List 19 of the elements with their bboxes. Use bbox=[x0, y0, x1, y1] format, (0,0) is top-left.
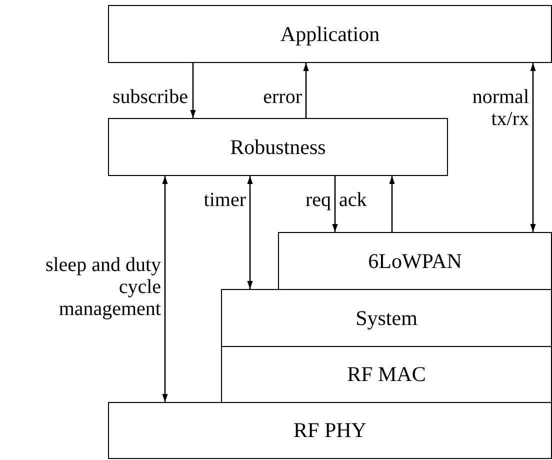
layer-box bbox=[278, 232, 552, 290]
arrow bbox=[190, 63, 196, 118]
layer-label: RF MAC bbox=[347, 362, 426, 387]
layer-label: RF PHY bbox=[294, 418, 366, 443]
arrow bbox=[530, 63, 536, 232]
layer-label: 6LoWPAN bbox=[368, 248, 462, 274]
layer-box bbox=[221, 346, 552, 403]
layer-label: Robustness bbox=[230, 134, 326, 160]
layer-label: System bbox=[356, 306, 418, 330]
arrow bbox=[303, 63, 309, 118]
arrow bbox=[162, 176, 168, 402]
arrow bbox=[389, 176, 395, 232]
arrow bbox=[247, 176, 253, 289]
layer-box bbox=[108, 118, 448, 176]
arrow bbox=[332, 176, 338, 232]
layer-box bbox=[221, 289, 552, 347]
layer-box bbox=[108, 402, 552, 459]
layer-label: Application bbox=[280, 22, 380, 46]
layer-box bbox=[108, 5, 552, 63]
